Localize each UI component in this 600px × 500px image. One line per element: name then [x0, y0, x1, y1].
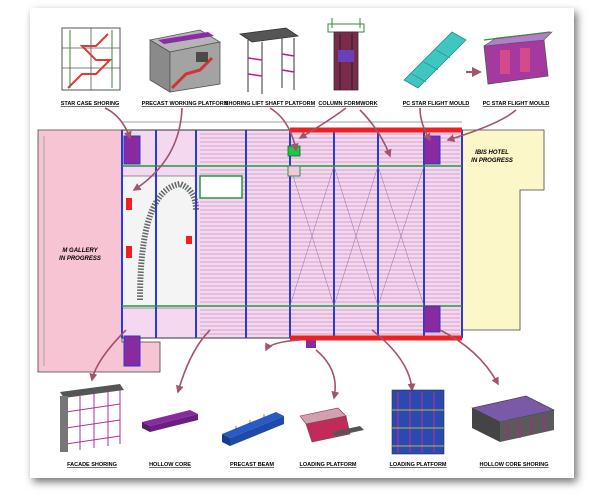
- bottom-label-hollow-core: HOLLOW CORE: [149, 462, 191, 468]
- hollow-core-shoring-icon: [471, 395, 555, 442]
- top-label-pc-stair-flight-mould-2: PC STAR FLIGHT MOULD: [483, 101, 550, 107]
- bottom-label-facade-shoring: FACADE SHORING: [67, 462, 117, 468]
- top-label-column-formwork: COLUMN FORMWORK: [318, 101, 377, 107]
- callout-arrows: [89, 107, 517, 400]
- top-label-pc-stair-flight-mould: PC STAR FLIGHT MOULD: [403, 101, 470, 107]
- loading-platform-icon: [299, 407, 364, 443]
- ibis-hotel-status: IN PROGRESS: [471, 158, 513, 164]
- top-label-shoring-lift-shaft: SHORING LIFT SHAFT PLATFORM: [225, 101, 316, 107]
- precast-beam-icon: [222, 412, 284, 446]
- loading-platform-2-icon: [391, 389, 445, 455]
- pc-stair-flight-mould-icon: [403, 31, 467, 89]
- facade-shoring-icon: [60, 384, 124, 452]
- m-gallery-label: M GALLERY: [62, 248, 98, 254]
- shoring-lift-shaft-platform-icon: [238, 27, 300, 94]
- precast-working-platform-icon: [148, 29, 222, 93]
- floor-plan: [121, 121, 463, 367]
- m-gallery-status: IN PROGRESS: [59, 256, 101, 262]
- stair-case-shoring-icon: [61, 27, 121, 91]
- bottom-label-precast-beam: PRECAST BEAM: [230, 462, 274, 468]
- top-label-stair-case-shoring: STAR CASE SHORING: [61, 101, 120, 107]
- ibis-hotel-label: IBIS HOTEL: [475, 150, 509, 156]
- pc-stair-flight-mould-2-icon: [483, 31, 553, 85]
- bottom-label-loading-platform: LOADING PLATFORM: [299, 462, 356, 468]
- column-formwork-icon: [327, 18, 365, 91]
- top-label-precast-working-platform: PRECAST WORKING PLATFORM: [142, 101, 229, 107]
- bottom-label-loading-platform-2: LOADING PLATFORM: [389, 462, 446, 468]
- bottom-label-hollow-core-shoring: HOLLOW CORE SHORING: [479, 462, 548, 468]
- hollow-core-icon: [142, 410, 198, 432]
